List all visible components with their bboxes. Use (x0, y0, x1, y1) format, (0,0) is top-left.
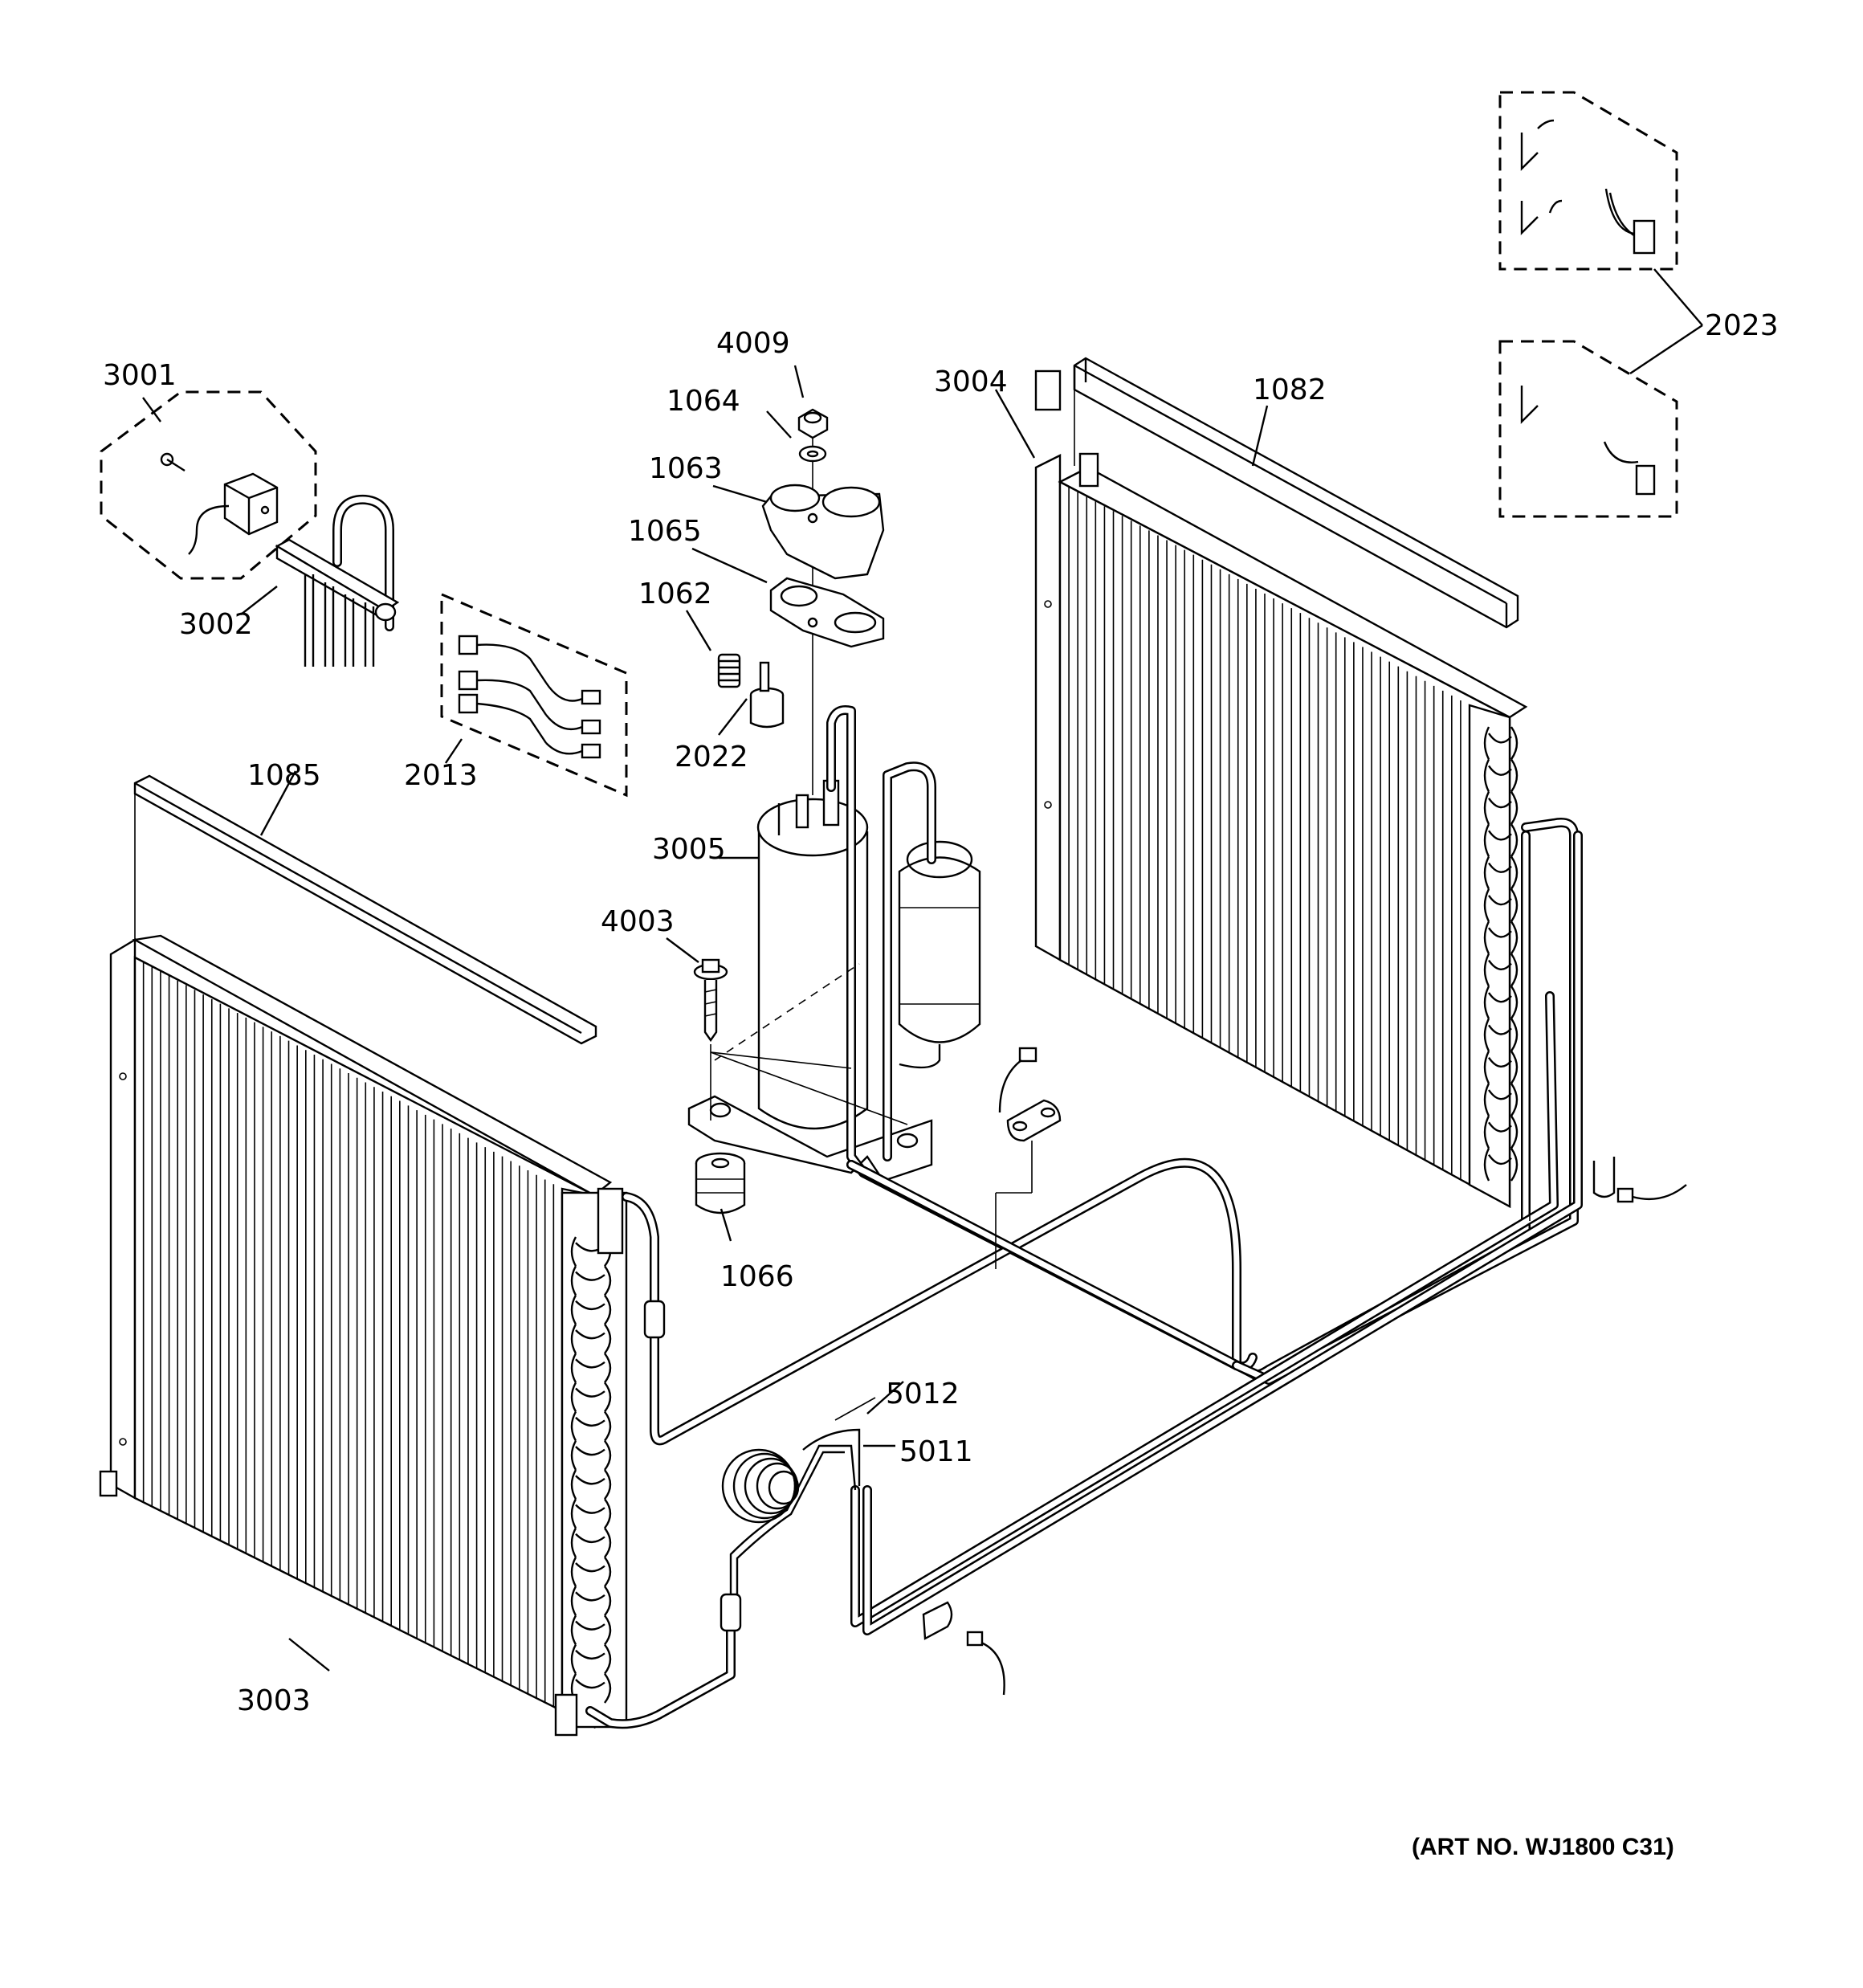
condenser-coil-3003 (99, 934, 628, 1737)
callout-1085: 1085 (247, 759, 321, 792)
evaporator-coil-3004 (1034, 369, 1528, 1209)
callout-2022: 2022 (675, 741, 748, 774)
art-number: (ART NO. WJ1800 C31) (1412, 1834, 1674, 1860)
discharge-tube (826, 705, 1241, 1370)
callout-1064: 1064 (667, 385, 740, 418)
callout-3002: 3002 (179, 608, 253, 641)
callout-3005: 3005 (652, 833, 726, 866)
leader-lines (142, 365, 1269, 1672)
foam-strip-1085 (133, 774, 597, 1045)
callout-5012: 5012 (886, 1378, 960, 1410)
valve-coil-3001 (100, 390, 317, 580)
thermistor-clip-right (1592, 1157, 1687, 1203)
rubber-grommet-1066 (695, 1152, 746, 1214)
callout-3003: 3003 (237, 1684, 311, 1717)
callout-4009: 4009 (716, 327, 790, 360)
harness-kit-2023 (1498, 91, 1703, 518)
refrigerant-tubing (585, 818, 1583, 1729)
callout-3001: 3001 (103, 359, 177, 392)
mounting-bolt-4003 (693, 958, 908, 1125)
callout-5011: 5011 (899, 1435, 973, 1468)
callout-1082: 1082 (1253, 374, 1327, 406)
sensor-connector (995, 1047, 1062, 1269)
reversing-valve-3002 (275, 494, 400, 667)
callout-2023: 2023 (1705, 309, 1779, 342)
callout-1066: 1066 (720, 1260, 794, 1293)
thermistor-clip-bottom (922, 1601, 1005, 1696)
capillary-tubes-5011-5012 (721, 1397, 876, 1594)
compressor-3005 (687, 761, 981, 1182)
callout-2013: 2013 (404, 759, 478, 792)
callout-4003: 4003 (601, 905, 675, 938)
foam-strip-1082 (1073, 357, 1519, 629)
callout-1065: 1065 (628, 515, 702, 548)
wire-harness-2013 (440, 592, 628, 798)
terminal-cover-stack (717, 408, 885, 795)
callout-1062: 1062 (638, 578, 712, 610)
callout-1063: 1063 (649, 452, 723, 485)
callout-3004: 3004 (934, 365, 1008, 398)
